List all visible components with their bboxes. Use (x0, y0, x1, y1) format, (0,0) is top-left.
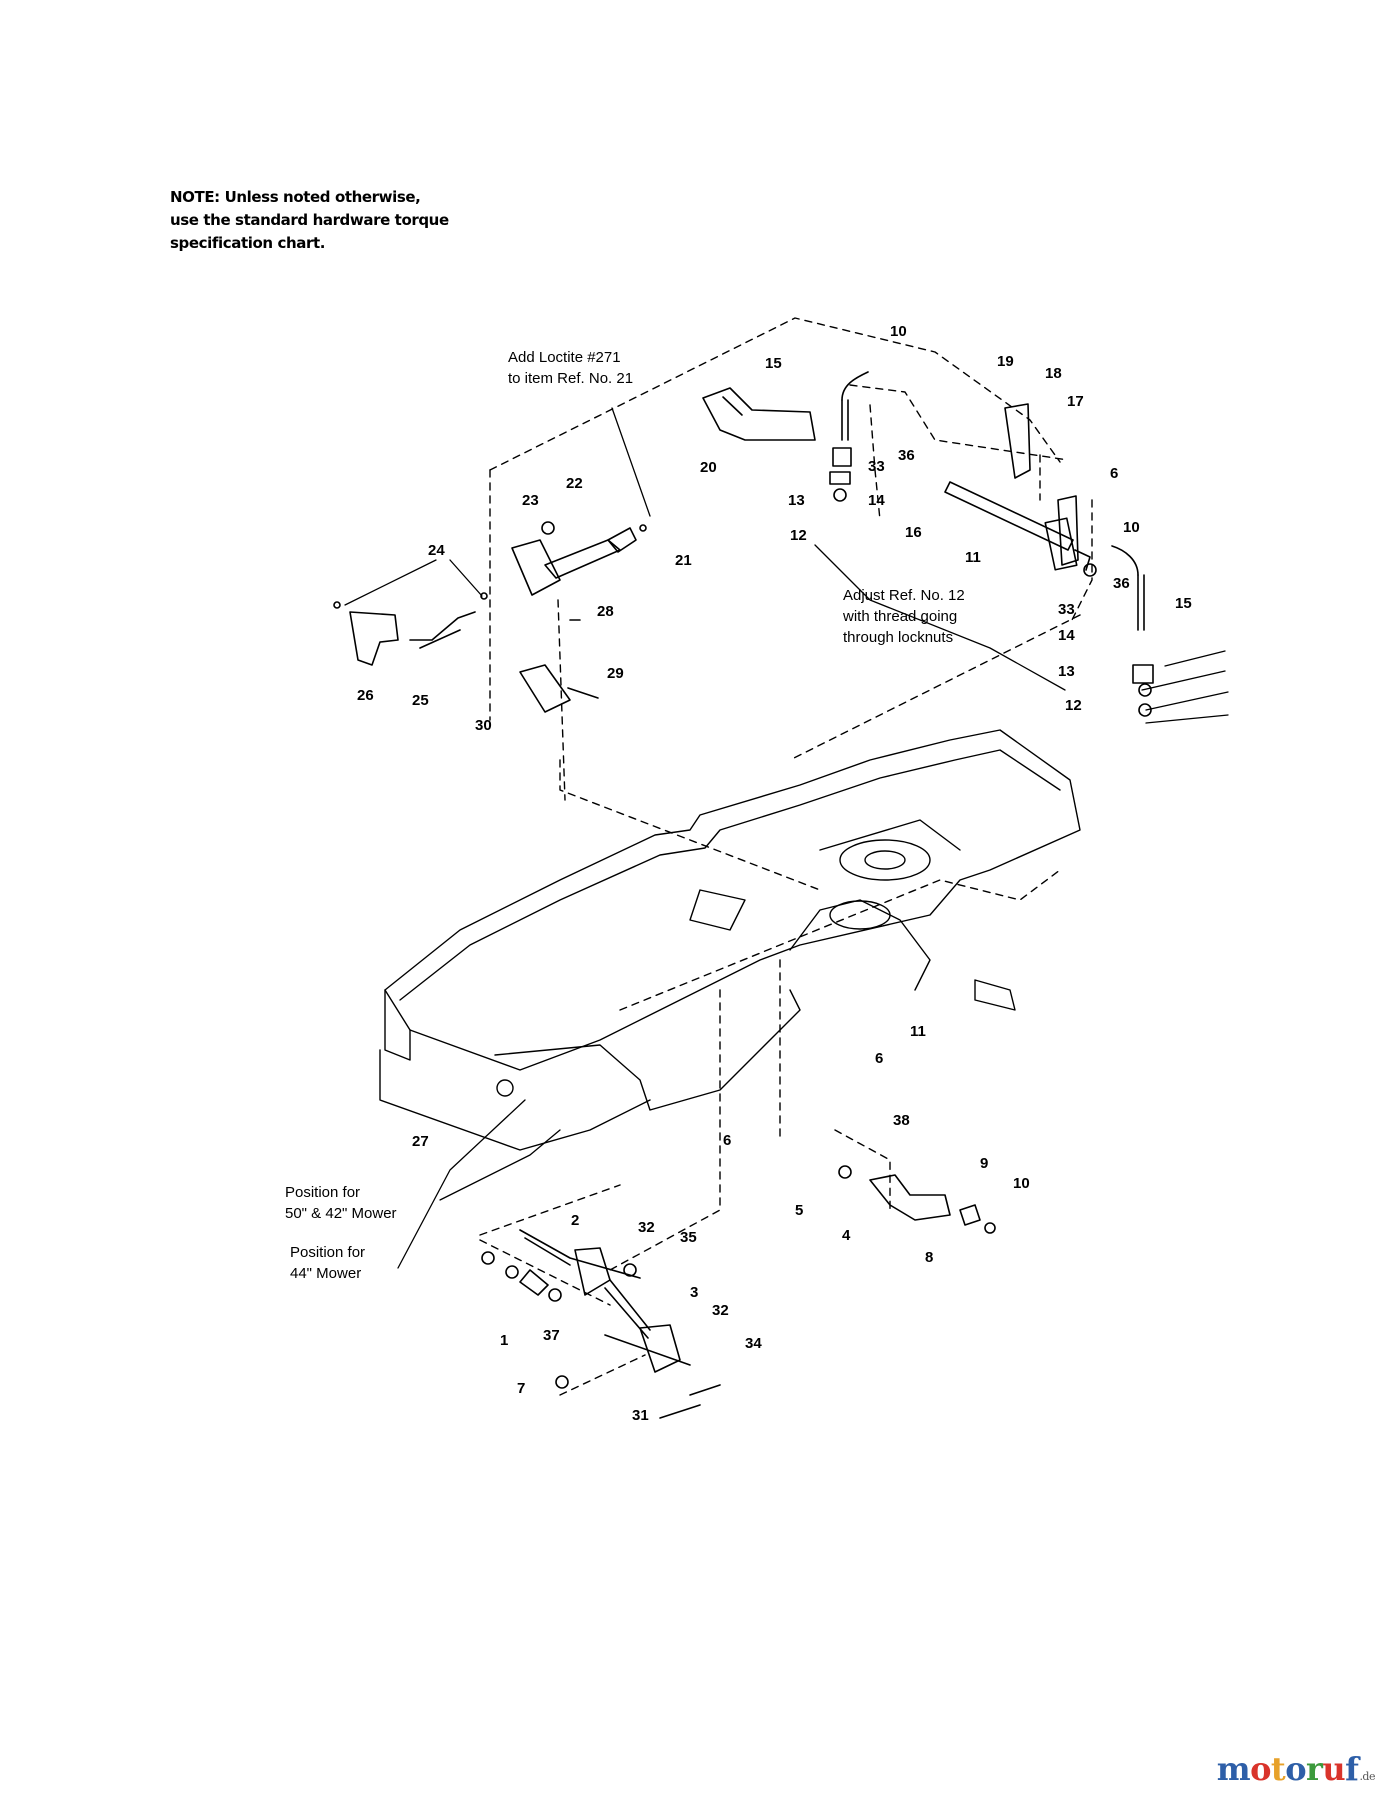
actuator-23 (511, 521, 647, 596)
callout-label: 21 (675, 552, 692, 569)
callout-label: 19 (997, 353, 1014, 370)
pos50-line-1: Position for (285, 1184, 360, 1201)
lower-linkage (481, 1229, 721, 1419)
callout-label: 5 (795, 1202, 803, 1219)
loctite-line-1: Add Loctite #271 (508, 349, 621, 366)
logo-letter: o (1285, 1750, 1307, 1788)
annotation-position-50-42: Position for 50" & 42" Mower (285, 1184, 397, 1222)
callout-label: 22 (566, 475, 583, 492)
callout-label: 10 (1013, 1175, 1030, 1192)
callout-label: 8 (925, 1249, 933, 1266)
callout-label: 11 (965, 549, 981, 566)
callout-label: 15 (1175, 595, 1192, 612)
adjust-line-3: through locknuts (843, 629, 953, 646)
callout-label: 16 (905, 524, 922, 541)
adjust-line-2: with thread going (842, 608, 957, 625)
logo-wordmark: motoruf (1217, 1750, 1359, 1788)
callout-label: 13 (1058, 663, 1075, 680)
annotation-position-44: Position for 44" Mower (290, 1244, 365, 1282)
callout-label: 17 (1067, 393, 1084, 410)
annotation-loctite: Add Loctite #271 to item Ref. No. 21 (508, 349, 633, 387)
swivel-14 (829, 447, 852, 502)
callout-labels: 10 15 19 18 17 20 33 36 13 14 12 16 6 10… (357, 323, 1192, 1424)
callout-label: 28 (597, 603, 614, 620)
rod-15-top (841, 371, 869, 441)
arm-bracket-20 (702, 387, 816, 441)
pos44-line-1: Position for (290, 1244, 365, 1261)
bracket-4 (838, 1165, 996, 1234)
logo-letter: u (1322, 1750, 1346, 1788)
callout-label: 24 (428, 542, 445, 559)
note-line-1: NOTE: Unless noted otherwise, (170, 188, 421, 206)
loctite-line-2: to item Ref. No. 21 (508, 370, 633, 387)
pos50-line-2: 50" & 42" Mower (285, 1205, 397, 1222)
callout-label: 6 (875, 1050, 883, 1067)
logo-letter: f (1345, 1750, 1359, 1788)
callout-label: 7 (517, 1380, 525, 1397)
callout-label: 9 (980, 1155, 988, 1172)
callout-label: 38 (893, 1112, 910, 1129)
callout-label: 10 (890, 323, 907, 340)
logo-letter: m (1216, 1750, 1251, 1788)
callout-label: 3 (690, 1284, 698, 1301)
callout-label: 6 (1110, 465, 1118, 482)
callout-label: 14 (868, 492, 885, 509)
callout-label: 31 (632, 1407, 649, 1424)
callout-label: 27 (412, 1133, 429, 1150)
callout-label: 34 (745, 1335, 762, 1352)
leader-lines (344, 407, 1229, 1269)
callout-label: 6 (723, 1132, 731, 1149)
callout-label: 13 (788, 492, 805, 509)
tractor-frame (379, 729, 1081, 1151)
note-text: NOTE: Unless noted otherwise, use the st… (170, 186, 470, 255)
callout-label: 1 (500, 1332, 508, 1349)
callout-label: 36 (898, 447, 915, 464)
callout-label: 26 (357, 687, 374, 704)
adjust-line-1: Adjust Ref. No. 12 (843, 587, 965, 604)
callout-label: 33 (868, 458, 885, 475)
bracket-30 (519, 619, 599, 713)
motoruf-logo: motoruf.de (1217, 1750, 1376, 1788)
callout-label: 12 (790, 527, 807, 544)
callout-label: 36 (1113, 575, 1130, 592)
logo-letter: r (1306, 1750, 1323, 1788)
callout-label: 14 (1058, 627, 1075, 644)
lift-shaft-assembly (944, 403, 1097, 577)
callout-label: 10 (1123, 519, 1140, 536)
swivel-14-right (1132, 664, 1154, 717)
callout-label: 35 (680, 1229, 697, 1246)
callout-label: 18 (1045, 365, 1062, 382)
callout-label: 37 (543, 1327, 560, 1344)
dashed-guide-lines (479, 317, 1093, 1396)
logo-letter: t (1270, 1750, 1286, 1788)
note-line-3: specification chart. (170, 234, 326, 252)
callout-label: 33 (1058, 601, 1075, 618)
pos44-line-2: 44" Mower (290, 1265, 361, 1282)
callout-label: 29 (607, 665, 624, 682)
callout-label: 4 (842, 1227, 851, 1244)
callout-label: 11 (910, 1023, 926, 1040)
callout-label: 25 (412, 692, 429, 709)
callout-label: 30 (475, 717, 492, 734)
note-line-2: use the standard hardware torque (170, 211, 449, 229)
logo-letter: o (1250, 1750, 1271, 1788)
annotation-adjust: Adjust Ref. No. 12 with thread going thr… (842, 587, 965, 646)
callout-label: 23 (522, 492, 539, 509)
rod-15-right (1111, 545, 1145, 631)
callout-label: 32 (638, 1219, 655, 1236)
callout-label: 2 (571, 1212, 579, 1229)
callout-label: 15 (765, 355, 782, 372)
callout-label: 32 (712, 1302, 729, 1319)
callout-label: 20 (700, 459, 717, 476)
callout-label: 12 (1065, 697, 1082, 714)
lever-26-and-rod-25 (333, 592, 488, 666)
logo-suffix: .de (1359, 1770, 1375, 1783)
